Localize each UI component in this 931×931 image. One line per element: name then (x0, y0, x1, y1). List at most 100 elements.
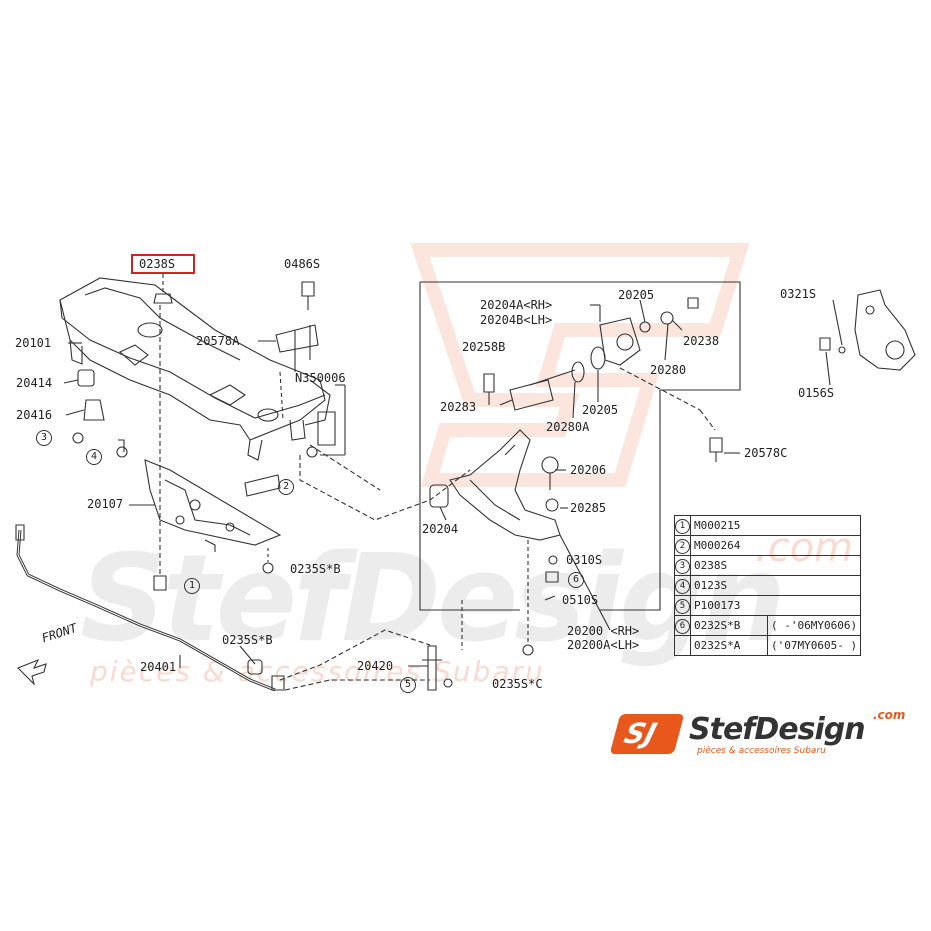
legend-number: 1 (675, 518, 690, 534)
bracket-N350006 (317, 411, 336, 446)
label-20285: 20285 (570, 501, 607, 515)
label-20205-top: 20205 (618, 288, 655, 302)
label-20238: 20238 (683, 334, 720, 348)
legend-code: 0238S (689, 555, 862, 576)
label-20204a: 20204A<RH> (480, 298, 553, 312)
legend-code: 0123S (689, 575, 862, 596)
label-20416: 20416 (16, 408, 53, 422)
nut-callout-3 (72, 432, 84, 444)
label-20107: 20107 (87, 497, 124, 511)
front-arrow-icon (17, 658, 47, 686)
callout-3: 3 (36, 430, 52, 446)
legend-number: 3 (675, 558, 690, 574)
label-0310s: 0310S (566, 553, 603, 567)
legend-number-cell: 3 (674, 555, 691, 576)
ball-joint-20206 (541, 456, 559, 474)
legend-code: 0232S*A (690, 635, 768, 656)
label-0486s: 0486S (284, 257, 321, 271)
callout-2: 2 (278, 479, 294, 495)
label-20204: 20204 (422, 522, 459, 536)
legend-number-cell: 6 (674, 615, 691, 636)
support-20107 (144, 459, 282, 552)
legend-code: M000215 (689, 515, 862, 536)
label-0510s: 0510S (562, 593, 599, 607)
logo-com: .com (873, 708, 906, 722)
legend-row: 0232S*A('07MY0605- ) (674, 635, 862, 656)
label-20205-mid: 20205 (582, 403, 619, 417)
label-20578c: 20578C (744, 446, 788, 460)
bracket-20416 (83, 399, 105, 421)
legend-number-cell: 4 (674, 575, 691, 596)
label-0235sb-1: 0235S*B (290, 562, 341, 576)
bolt-20578c (709, 437, 723, 453)
legend-note: ( -'06MY0606) (766, 615, 862, 636)
legend-number: 5 (675, 598, 690, 614)
legend-number-cell: 2 (674, 535, 691, 556)
bushing-20204 (429, 484, 449, 508)
label-20200: 20200 <RH> (567, 624, 640, 638)
label-20280a: 20280A (546, 420, 590, 434)
bushing-20414 (77, 369, 95, 387)
nut-0235s-c (522, 644, 534, 656)
nut-0238s (153, 293, 173, 304)
label-20206: 20206 (570, 463, 607, 477)
logo-tagline: pièces & accessoires Subaru (697, 746, 826, 756)
label-0156s: 0156S (798, 386, 835, 400)
label-20283: 20283 (440, 400, 477, 414)
arm-group-box (419, 281, 741, 611)
label-20578a: 20578A (196, 334, 240, 348)
washer-20280a (571, 361, 585, 383)
label-0235sc: 0235S*C (492, 677, 543, 691)
legend-number: 2 (675, 538, 690, 554)
label-20280: 20280 (650, 363, 687, 377)
logo-name: StefDesign (689, 712, 866, 747)
nut-20205-mid (590, 346, 606, 370)
highlighted-part-0238s[interactable]: 0238S (131, 254, 195, 274)
legend-code: P100173 (689, 595, 862, 616)
label-20200a: 20200A<LH> (567, 638, 640, 652)
legend-number-cell (674, 635, 691, 656)
crossmember-20101 (59, 277, 331, 461)
legend-number: 6 (675, 618, 690, 634)
knuckle (854, 289, 916, 371)
callout-4: 4 (86, 449, 102, 465)
legend-number-cell: 1 (674, 515, 691, 536)
label-20420: 20420 (357, 659, 394, 673)
nut-0310s (548, 555, 558, 565)
callout-1: 1 (184, 578, 200, 594)
bolt-callout-2 (244, 474, 281, 497)
legend-number: 4 (675, 578, 690, 594)
callout-6: 6 (568, 572, 584, 588)
bolt-callout-1 (153, 575, 167, 591)
nut-callout-6 (545, 571, 559, 583)
nut-0235s-b-1 (262, 562, 274, 574)
boot-20285 (545, 498, 559, 512)
stud-20578a (275, 324, 319, 353)
logo-mark: SJ (609, 714, 685, 754)
label-20204b: 20204B<LH> (480, 313, 553, 327)
bolt-20258b (483, 373, 495, 393)
label-20414: 20414 (16, 376, 53, 390)
label-20258b: 20258B (462, 340, 506, 354)
lower-arm-20200 (449, 429, 561, 541)
stabilizer-link-20420 (427, 645, 437, 691)
callout-5: 5 (400, 677, 416, 693)
label-N350006: N350006 (295, 371, 346, 385)
watermark-logo-shape (410, 243, 750, 487)
highlighted-part-label: 0238S (139, 257, 176, 271)
stefdesign-logo: SJ StefDesign .com pièces & accessoires … (609, 708, 915, 758)
label-20101: 20101 (15, 336, 52, 350)
legend-code: M000264 (689, 535, 862, 556)
legend-note: ('07MY0605- ) (766, 635, 862, 656)
label-0235sb-2: 0235S*B (222, 633, 273, 647)
label-0321s: 0321S (780, 287, 817, 301)
nut-0321s (838, 346, 846, 354)
